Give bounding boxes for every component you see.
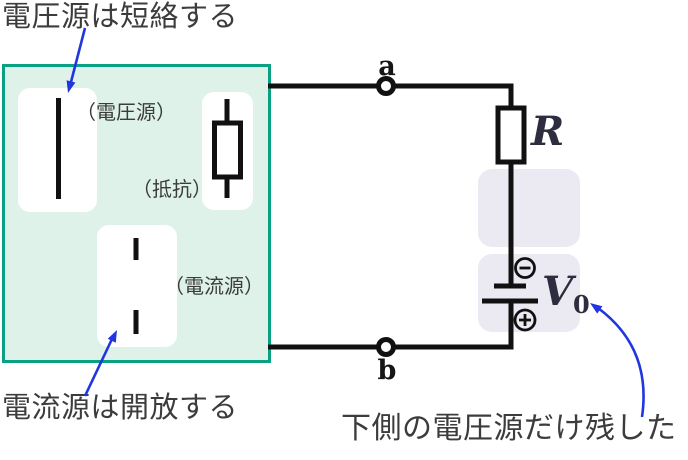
source-V0-letter: V: [542, 268, 574, 315]
top-wire: [268, 83, 514, 108]
source-V0-subscript: 0: [573, 290, 590, 319]
terminal-a-label: a: [378, 51, 396, 82]
source-V0-label: V0: [542, 272, 590, 317]
terminal-b-node: [376, 337, 396, 357]
terminal-b-label: b: [377, 355, 397, 386]
annotation-lower-source-kept: 下側の電圧源だけ残した: [341, 412, 677, 445]
bottom-wire: [268, 301, 514, 350]
highlight-box-upper: [478, 169, 580, 247]
voltage-source-label: （電圧源）: [76, 102, 176, 124]
resistor-R-label: R: [531, 108, 565, 155]
current-source-label: （電流源）: [164, 276, 264, 298]
annotation-current-source-opened: 電流源は開放する: [2, 392, 239, 424]
resistor-R-symbol: [495, 105, 527, 165]
annotation-voltage-source-shorted: 電圧源は短絡する: [2, 1, 239, 33]
arrow-to-battery: [590, 303, 645, 418]
resistor-label: （抵抗）: [132, 179, 212, 201]
